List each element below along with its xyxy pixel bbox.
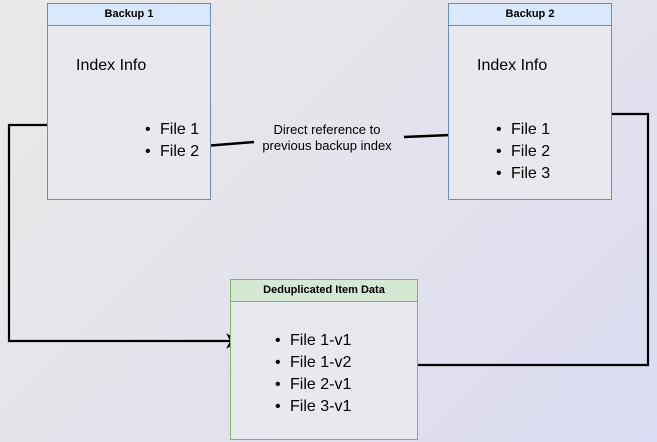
annotation-line-2: previous backup index: [262, 138, 392, 153]
list-item: File 3-v1: [273, 396, 351, 418]
list-item: File 1-v1: [273, 330, 351, 352]
backup-1-index-info-label: Index Info: [76, 57, 147, 74]
node-backup-1-header: Backup 1: [48, 4, 210, 26]
list-item: File 1: [494, 119, 550, 141]
node-dedup-header: Deduplicated Item Data: [231, 280, 417, 302]
node-backup-2-body: Index Info File 1 File 2 File 3: [449, 26, 611, 199]
node-backup-1[interactable]: Backup 1 Index Info File 1 File 2: [47, 3, 211, 200]
node-backup-1-body: Index Info File 1 File 2: [48, 26, 210, 199]
list-item: File 2-v1: [273, 374, 351, 396]
annotation-line-1: Direct reference to: [273, 122, 381, 137]
list-item: File 3: [494, 163, 550, 185]
list-item: File 1-v2: [273, 352, 351, 374]
node-deduplicated-item-data[interactable]: Deduplicated Item Data File 1-v1 File 1-…: [230, 279, 418, 440]
list-item: File 2: [143, 141, 199, 163]
list-item: File 1: [143, 119, 199, 141]
node-backup-2[interactable]: Backup 2 Index Info File 1 File 2 File 3: [448, 3, 612, 200]
node-backup-2-header: Backup 2: [449, 4, 611, 26]
list-item: File 2: [494, 141, 550, 163]
dedup-file-list: File 1-v1 File 1-v2 File 2-v1 File 3-v1: [273, 330, 351, 418]
node-dedup-body: File 1-v1 File 1-v2 File 2-v1 File 3-v1: [231, 302, 417, 439]
backup-2-index-info-label: Index Info: [477, 57, 548, 74]
backup-2-file-list: File 1 File 2 File 3: [494, 119, 550, 185]
annotation-direct-reference: Direct reference to previous backup inde…: [247, 122, 407, 154]
backup-1-file-list: File 1 File 2: [143, 119, 199, 163]
